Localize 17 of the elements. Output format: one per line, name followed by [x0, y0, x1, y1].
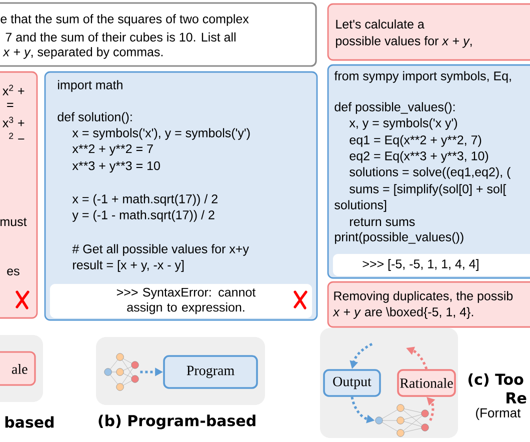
rationale-box: Removing duplicates, the possib x + y are \boxed{-5, 1, 4}. — [327, 281, 530, 328]
output-panel: >>> SyntaxError: cannot assign to expression. — [50, 284, 312, 318]
rationale-box: x$^{2}$ + = x$^{3}$ + $^{2}$ − must es — [0, 71, 38, 319]
network-drawing — [375, 404, 429, 437]
caption-text: based — [5, 416, 54, 428]
caption-text: (b) Program-based — [98, 414, 256, 430]
caption-text: (Format — [476, 408, 521, 420]
output-panel: >>> [-5, -5, 1, 1, 4, 4] — [332, 254, 530, 276]
rationale-box: Let's calculate a possible values for x + y, — [327, 3, 530, 61]
rationale-box: Rationale — [397, 369, 456, 397]
program-box: Program — [163, 355, 258, 389]
network-drawing — [104, 353, 139, 391]
rationale-box: ale — [0, 351, 36, 386]
caption-text: Re — [506, 392, 526, 404]
caption-text: (c) Too — [468, 373, 524, 387]
output-box: Output — [323, 369, 381, 397]
question-box: e that the sum of the squares of two complex 7 and the sum of their cubes is 10. List all x + y, separated by commas. — [0, 2, 317, 67]
